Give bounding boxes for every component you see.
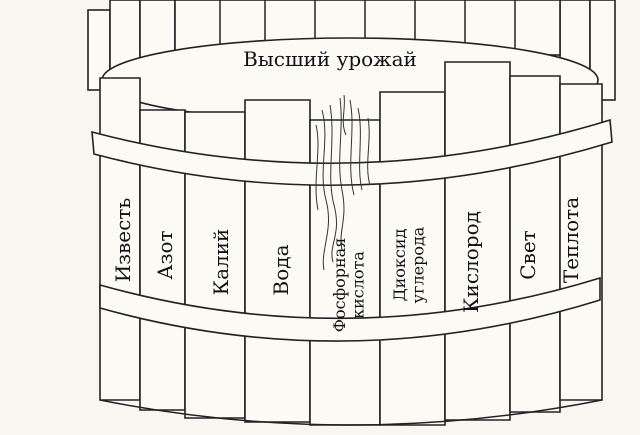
stave-label-carbon-dioxide: Диоксидуглерода [390, 226, 427, 303]
stave-label-heat: Теплота [559, 197, 583, 283]
stave-label-water: Вода [269, 244, 293, 295]
stave-label-potassium: Калий [209, 229, 233, 296]
back-stave [139, 0, 176, 61]
lower-hoop [99, 276, 601, 342]
stave-label-oxygen: Кислород [459, 211, 483, 313]
upper-hoop [91, 118, 613, 187]
stave-label-light: Свет [516, 230, 540, 279]
stave-labels: Известь Азот Калий Вода Фосфорнаякислота Диок… [111, 197, 583, 332]
overflow-stream [315, 94, 371, 271]
bottom-rim [99, 399, 603, 426]
diagram-title: Высший урожай [243, 47, 417, 71]
stave-label-lime: Известь [111, 198, 135, 283]
stave-label-phosphoric-acid: Фосфорнаякислота [330, 238, 367, 333]
stave-label-nitrogen: Азот [153, 230, 177, 279]
